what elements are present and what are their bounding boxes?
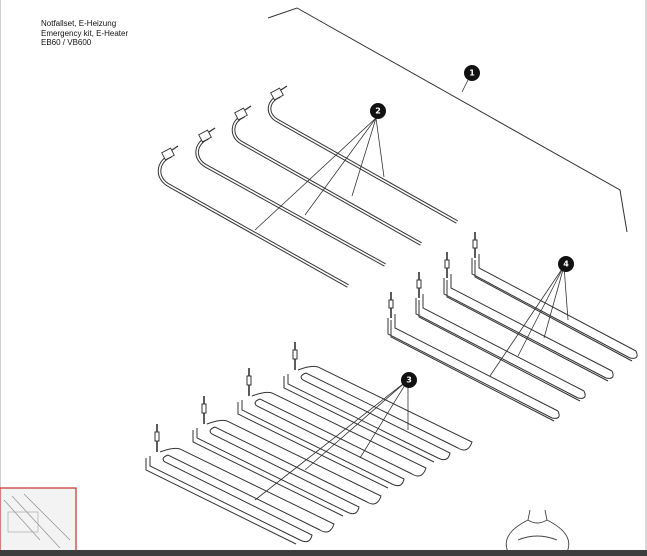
hairpin-element-4b bbox=[415, 272, 586, 402]
diagram-title-block: Notfallset, E-Heizung Emergency kit, E-H… bbox=[41, 19, 128, 48]
straight-rod-2 bbox=[195, 127, 386, 267]
serpentine-element-3b bbox=[192, 396, 382, 517]
callout-badge-3: 3 bbox=[401, 372, 417, 388]
straight-rod-3 bbox=[231, 105, 422, 246]
page-right-border bbox=[645, 0, 647, 556]
straight-heater-rods bbox=[157, 85, 458, 288]
leader-lines-item-3 bbox=[254, 379, 409, 501]
serpentine-heater-elements bbox=[145, 342, 473, 545]
hairpin-element-4d bbox=[471, 232, 638, 362]
hairpin-element-4a bbox=[387, 292, 560, 422]
title-line-german: Notfallset, E-Heizung bbox=[41, 19, 117, 28]
leader-lines-item-4 bbox=[489, 265, 569, 377]
callout-badge-2: 2 bbox=[370, 103, 386, 119]
callout-badge-4: 4 bbox=[558, 256, 574, 272]
bottom-scroll-bar[interactable] bbox=[0, 550, 647, 556]
hairpin-element-4c bbox=[443, 252, 614, 382]
serpentine-element-3d bbox=[283, 342, 473, 463]
callout-label-4: 4 bbox=[563, 260, 569, 269]
callout-label-3: 3 bbox=[406, 376, 412, 385]
title-line-english: Emergency kit, E-Heater bbox=[41, 28, 129, 38]
model-designation: EB60 / VB600 bbox=[41, 38, 92, 47]
adjacent-page-vase-sketch bbox=[505, 509, 570, 553]
leader-lines-item-2 bbox=[254, 117, 385, 231]
straight-rod-1 bbox=[157, 145, 349, 288]
page-left-border bbox=[0, 0, 1, 556]
adjacent-page-thumbnail bbox=[0, 487, 77, 553]
hairpin-heater-elements-right bbox=[387, 232, 638, 422]
serpentine-element-3a bbox=[145, 424, 335, 545]
kit-group-bracket bbox=[267, 7, 628, 233]
callout-label-2: 2 bbox=[375, 107, 381, 116]
straight-rod-4 bbox=[267, 85, 458, 224]
callout-badge-1: 1 bbox=[464, 65, 480, 81]
serpentine-element-3c bbox=[237, 368, 427, 489]
callout-label-1: 1 bbox=[469, 69, 475, 78]
